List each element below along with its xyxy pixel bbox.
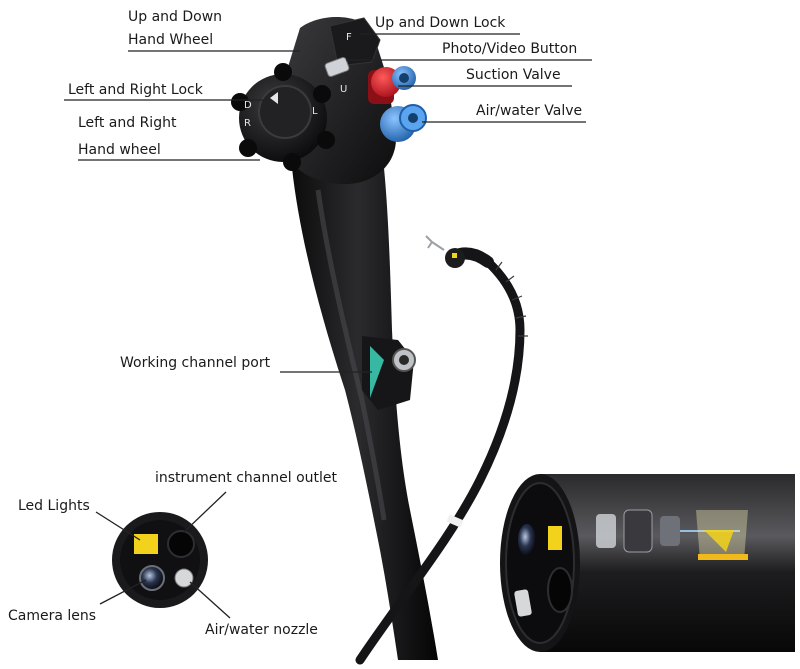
air-water-valve[interactable] <box>380 104 427 142</box>
label-suction-valve: Suction Valve <box>466 67 561 83</box>
label-photo-video-button: Photo/Video Button <box>442 41 578 57</box>
led-light-large <box>548 526 562 550</box>
insertion-tube <box>355 235 528 665</box>
suction-valve[interactable] <box>368 66 416 104</box>
left-right-hand-wheel[interactable]: D R L U F <box>231 32 352 171</box>
tip-face-small <box>112 512 208 608</box>
label-left-right-wheel-2: Hand wheel <box>78 142 161 158</box>
wheel-mark-r: R <box>244 118 251 129</box>
label-air-water-valve: Air/water Valve <box>476 103 583 119</box>
label-air-water-nozzle: Air/water nozzle <box>205 622 318 638</box>
channel-marker-icon <box>370 346 384 398</box>
working-channel-port[interactable] <box>362 336 416 410</box>
leader-lines <box>64 33 592 619</box>
label-left-right-wheel-1: Left and Right <box>78 115 177 131</box>
label-left-right-lock: Left and Right Lock <box>68 82 203 98</box>
wheel-mark-f: F <box>346 32 352 43</box>
label-camera-lens: Camera lens <box>8 608 97 624</box>
label-up-down-lock: Up and Down Lock <box>375 15 506 31</box>
label-working-channel-port: Working channel port <box>120 355 271 371</box>
wheel-mark-l: L <box>312 106 318 117</box>
lock-arrow-icon <box>270 92 278 104</box>
label-up-down-wheel-1: Up and Down <box>128 9 223 25</box>
led-light-small <box>134 534 158 554</box>
instrument-channel-small <box>167 530 195 558</box>
tip-close-up <box>500 474 795 652</box>
camera-lens-small <box>139 565 165 591</box>
wheel-mark-d: D <box>244 100 252 111</box>
label-up-down-wheel-2: Hand Wheel <box>128 32 214 48</box>
wheel-mark-u: U <box>340 84 347 95</box>
air-water-nozzle-small <box>174 568 194 588</box>
label-led-lights: Led Lights <box>18 498 90 514</box>
label-instrument-channel-outlet: instrument channel outlet <box>155 470 338 486</box>
